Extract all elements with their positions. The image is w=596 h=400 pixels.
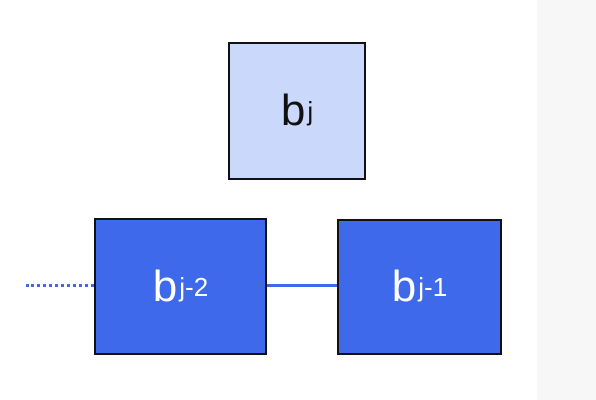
chain-link [267, 284, 337, 287]
block-j-minus-2-base: b [152, 261, 178, 311]
block-j-base: b [280, 86, 306, 135]
block-j-minus-2-subscript: j-2 [179, 271, 209, 302]
background-panel [537, 0, 596, 400]
block-j-subscript: j [307, 96, 314, 126]
block-j-minus-1-base: b [391, 262, 417, 311]
previous-chain-link [26, 284, 94, 287]
block-j-minus-1-subscript: j-1 [418, 272, 448, 302]
